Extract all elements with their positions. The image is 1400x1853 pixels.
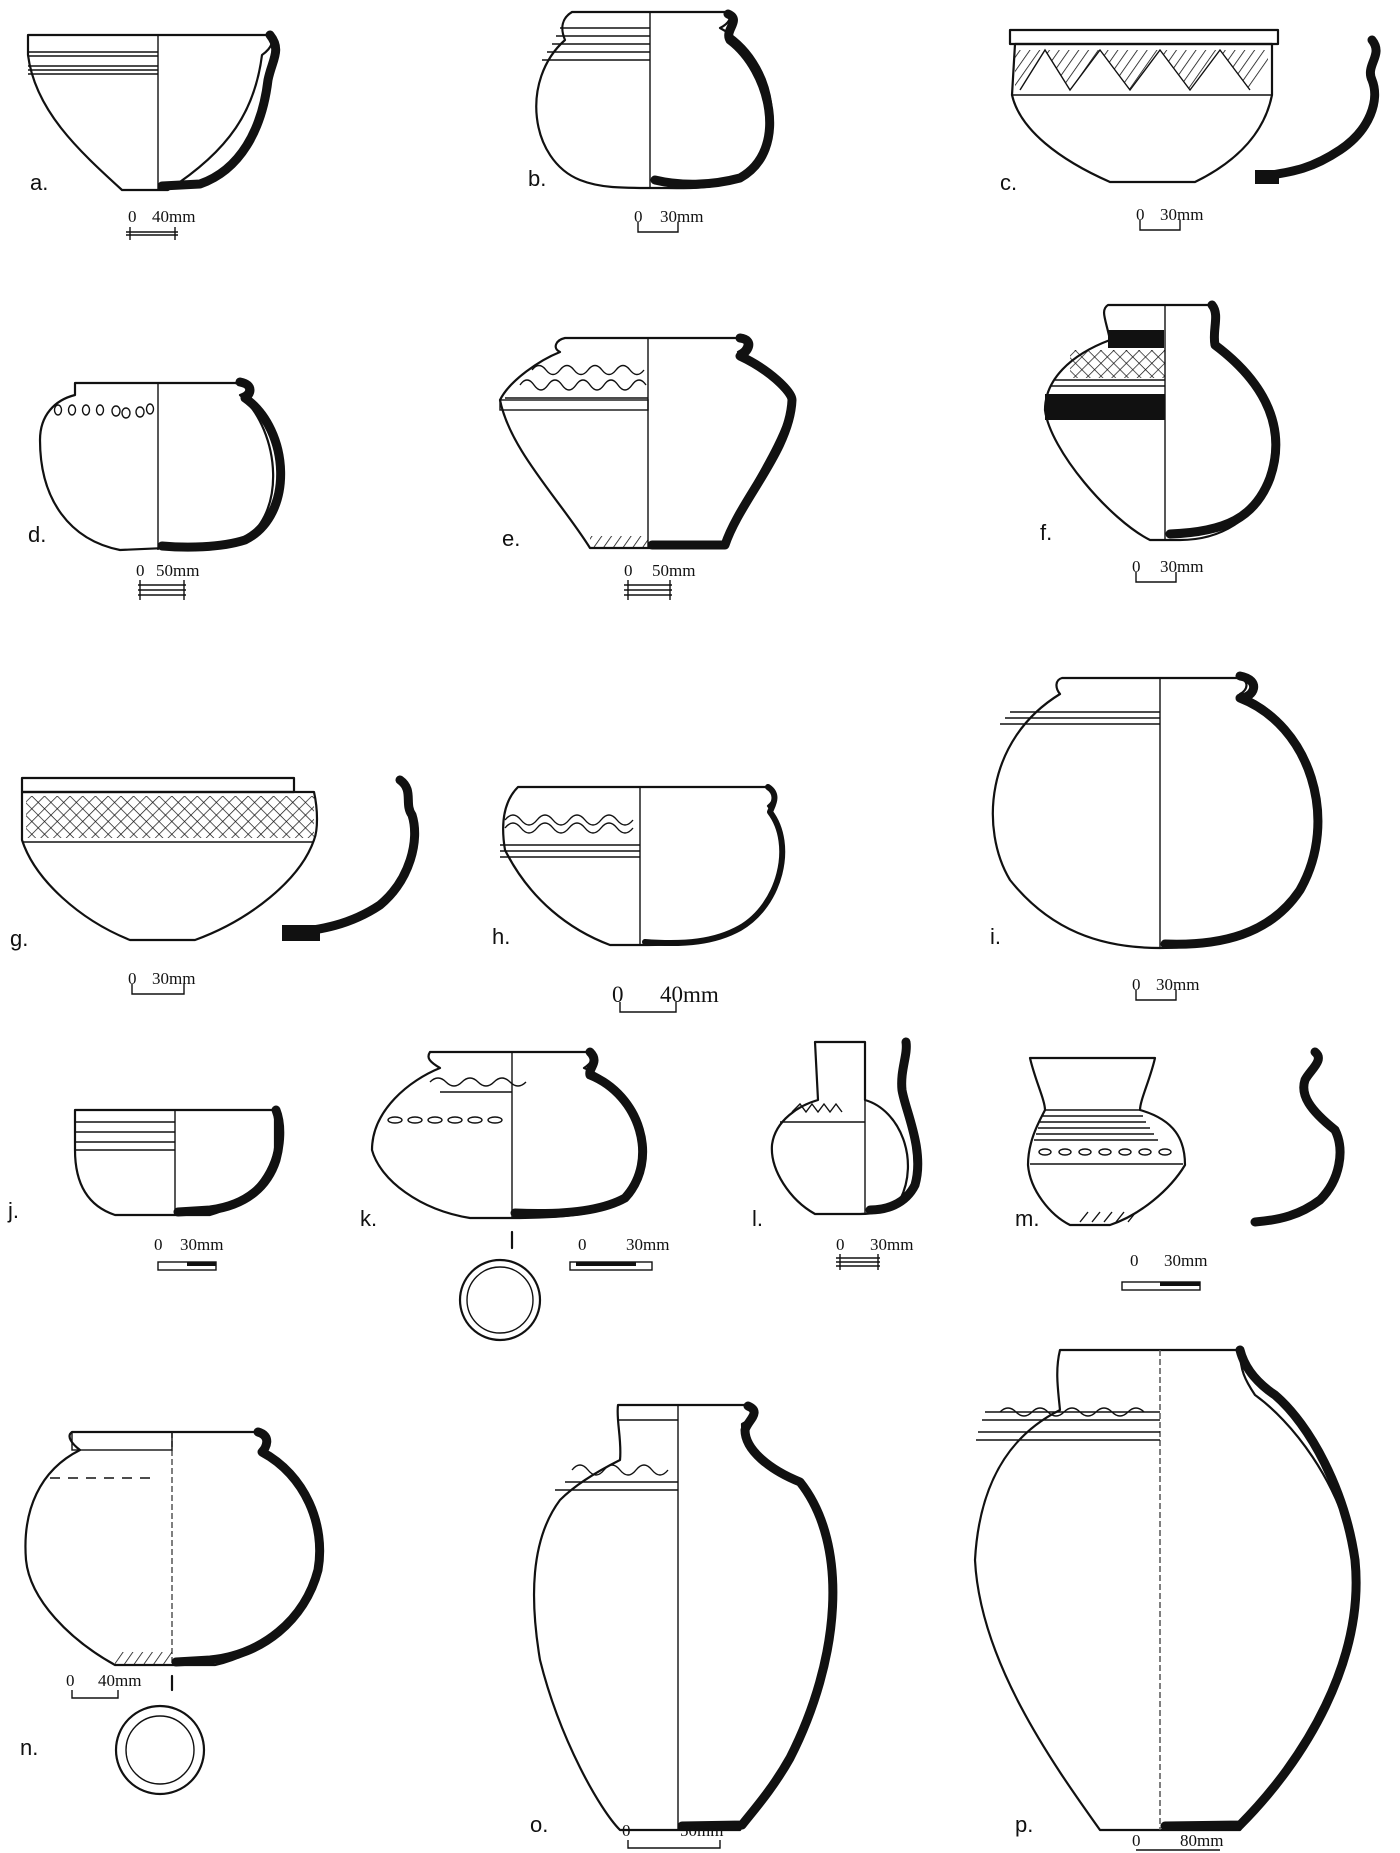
scale-zero-d: 0 xyxy=(136,561,145,580)
scale-zero-a: 0 xyxy=(128,207,137,226)
scale-length-b: 30mm xyxy=(660,207,703,226)
scale-bar-a: 0 40mm xyxy=(126,207,195,240)
label-d: d. xyxy=(28,522,46,547)
vessel-d: d. 0 50mm xyxy=(28,377,286,600)
label-a: a. xyxy=(30,170,48,195)
label-b: b. xyxy=(528,166,546,191)
scale-zero-o: 0 xyxy=(622,1821,631,1840)
scale-bar-o: 0 50mm xyxy=(622,1821,723,1849)
scale-length-a: 40mm xyxy=(152,207,195,226)
scale-length-m: 30mm xyxy=(1164,1251,1207,1270)
scale-length-h: 40mm xyxy=(660,982,719,1007)
scale-bar-b: 0 30mm xyxy=(634,207,703,233)
vessel-n: n. 0 40mm xyxy=(20,1427,325,1796)
label-n: n. xyxy=(20,1735,38,1760)
vessel-a: a. 0 40mm xyxy=(26,30,281,240)
scale-zero-m: 0 xyxy=(1130,1251,1139,1270)
label-m: m. xyxy=(1015,1206,1039,1231)
vessel-b: b. 0 30mm xyxy=(528,9,775,233)
vessel-g: g. 0 30mm xyxy=(10,775,420,995)
scale-length-n: 40mm xyxy=(98,1671,141,1690)
scale-zero-b: 0 xyxy=(634,207,643,226)
scale-zero-e: 0 xyxy=(624,561,633,580)
vessel-j: j. 0 30mm xyxy=(7,1105,285,1271)
scale-bar-k: 0 30mm xyxy=(569,1235,669,1271)
scale-bar-c: 0 30mm xyxy=(1136,205,1203,231)
label-o: o. xyxy=(530,1812,548,1837)
vessel-k: k. 0 30mm xyxy=(360,1047,669,1342)
label-g: g. xyxy=(10,926,28,951)
scale-length-d: 50mm xyxy=(156,561,199,580)
scale-bar-g: 0 30mm xyxy=(128,969,195,995)
vessel-p: p. 0 80mm xyxy=(973,1345,1361,1851)
scale-length-k: 30mm xyxy=(626,1235,669,1254)
vessel-m: m. 0 30mm xyxy=(1015,1047,1345,1291)
scale-zero-f: 0 xyxy=(1132,557,1141,576)
vessel-h: h. 0 40mm xyxy=(492,784,786,1013)
scale-bar-l: 0 30mm xyxy=(836,1235,913,1270)
label-j: j. xyxy=(7,1198,19,1223)
scale-length-g: 30mm xyxy=(152,969,195,988)
scale-bar-i: 0 30mm xyxy=(1132,975,1199,1001)
scale-length-c: 30mm xyxy=(1160,205,1203,224)
scale-zero-p: 0 xyxy=(1132,1831,1141,1850)
label-p: p. xyxy=(1015,1812,1033,1837)
scale-length-l: 30mm xyxy=(870,1235,913,1254)
vessel-e: e. 0 50mm xyxy=(498,333,797,600)
scale-zero-c: 0 xyxy=(1136,205,1145,224)
scale-bar-m: 0 30mm xyxy=(1121,1251,1207,1291)
scale-bar-e: 0 50mm xyxy=(624,561,695,600)
scale-zero-g: 0 xyxy=(128,969,137,988)
scale-length-p: 80mm xyxy=(1180,1831,1223,1850)
scale-length-o: 50mm xyxy=(680,1821,723,1840)
scale-bar-n: 0 40mm xyxy=(66,1671,141,1699)
scale-zero-i: 0 xyxy=(1132,975,1141,994)
scale-bar-f: 0 30mm xyxy=(1132,557,1203,583)
scale-zero-j: 0 xyxy=(154,1235,163,1254)
label-i: i. xyxy=(990,924,1001,949)
scale-zero-n: 0 xyxy=(66,1671,75,1690)
scale-length-i: 30mm xyxy=(1156,975,1199,994)
scale-bar-j: 0 30mm xyxy=(154,1235,223,1271)
scale-zero-h: 0 xyxy=(612,982,624,1007)
scale-length-f: 30mm xyxy=(1160,557,1203,576)
label-l: l. xyxy=(752,1206,763,1231)
label-k: k. xyxy=(360,1206,377,1231)
scale-length-j: 30mm xyxy=(180,1235,223,1254)
scale-bar-h: 0 40mm xyxy=(612,982,719,1013)
vessel-f: f. 0 30mm xyxy=(1040,300,1281,583)
label-h: h. xyxy=(492,924,510,949)
label-e: e. xyxy=(502,526,520,551)
scale-bar-p: 0 80mm xyxy=(1132,1831,1223,1851)
scale-length-e: 50mm xyxy=(652,561,695,580)
label-c: c. xyxy=(1000,170,1017,195)
scale-zero-k: 0 xyxy=(578,1235,587,1254)
scale-zero-l: 0 xyxy=(836,1235,845,1254)
label-f: f. xyxy=(1040,520,1052,545)
vessel-c: c. 0 30mm xyxy=(1000,28,1381,231)
vessel-i: i. 0 30mm xyxy=(990,671,1323,1001)
vessel-l: l. 0 30mm xyxy=(752,1037,923,1270)
vessel-o: o. 0 50mm xyxy=(530,1401,838,1849)
scale-bar-d: 0 50mm xyxy=(136,561,199,600)
